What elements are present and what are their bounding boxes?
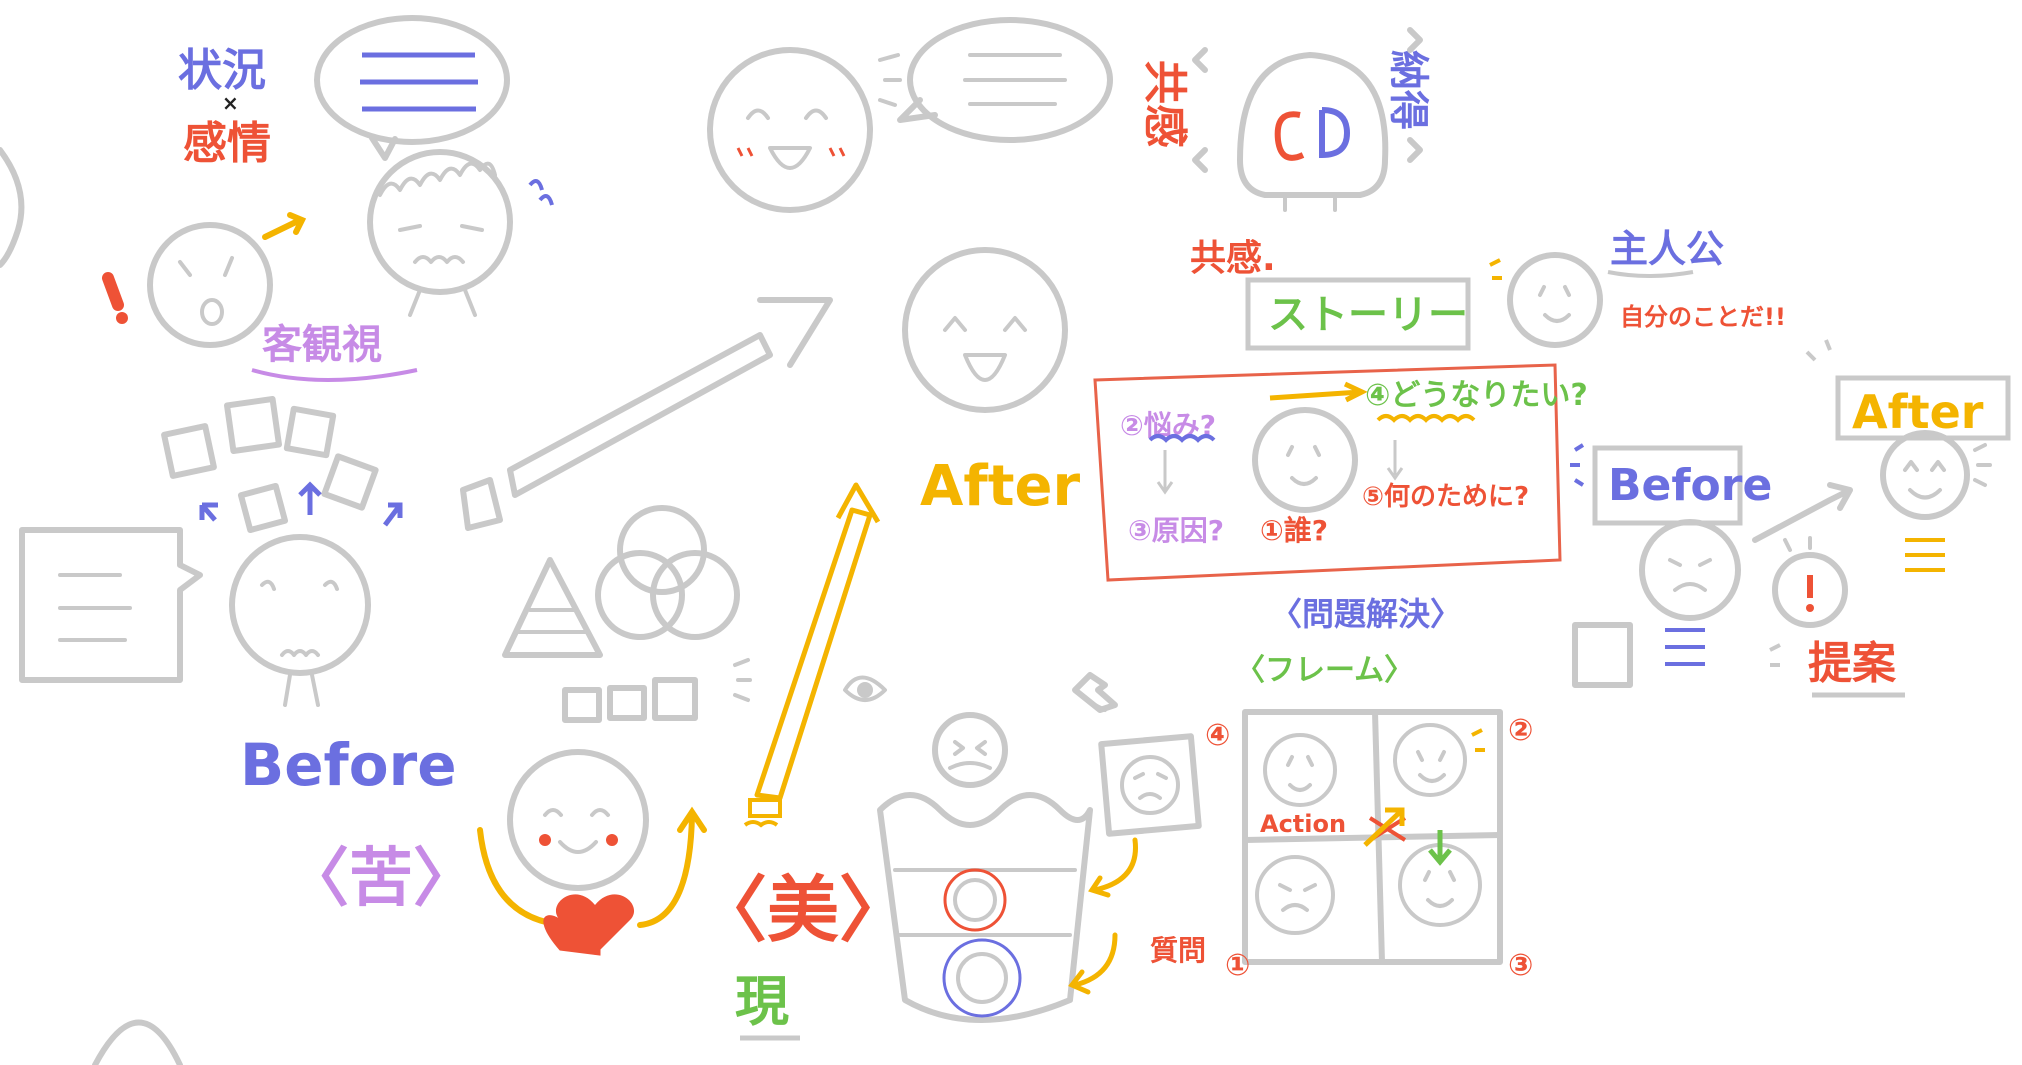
speech-bubble-icon — [314, 15, 510, 161]
four-quadrant-frame: Action ④ ② ① ③ — [1205, 709, 1533, 983]
surprised-face-icon — [102, 212, 307, 348]
card-face-icon — [1068, 733, 1202, 995]
who-label: ①誰? — [1260, 514, 1328, 547]
sad-face-icon — [229, 534, 371, 707]
num2-label: ② — [1508, 713, 1533, 748]
suffering-label: 〈苦〉 — [285, 842, 477, 916]
big-arrow-icon — [460, 297, 833, 531]
action-label: Action — [1260, 810, 1346, 838]
story-box — [1245, 277, 1471, 351]
after-box — [1835, 375, 2011, 441]
want-label: ④どうなりたい? — [1365, 378, 1588, 413]
proposal-label: 提案 — [1808, 638, 1897, 689]
smiling-face-icon — [1880, 430, 1992, 572]
funnel-icon — [843, 672, 1118, 1023]
protagonist-label: 主人公 — [1610, 227, 1724, 271]
purpose-label: ⑤何のために? — [1362, 482, 1529, 512]
reality-label: 現 — [735, 970, 789, 1033]
convince-top-label: 納得 — [1385, 50, 1431, 130]
frame-label: 〈フレーム〉 — [1235, 653, 1414, 688]
problem-frame: ②悩み? ④どうなりたい? ③原因? ①誰? ⑤何のために? — [1093, 363, 1588, 582]
times-mark: × — [222, 91, 239, 115]
num1-label: ① — [1225, 948, 1250, 983]
before-label: Before — [240, 731, 457, 799]
head-with-brain-icon — [1237, 52, 1389, 212]
before-label-right: Before — [1608, 460, 1772, 511]
pyramid-icon — [502, 557, 603, 658]
idea-face-icon — [1772, 536, 1848, 628]
num4-label: ④ — [1205, 718, 1230, 753]
objective-view-label: 客観視 — [262, 322, 382, 368]
edge-shape — [0, 147, 25, 268]
empathy-top-label: 共感 — [1139, 60, 1190, 148]
yellow-arrow-icon — [743, 482, 881, 828]
beauty-label: 〈美〉 — [695, 868, 911, 952]
frustrated-face-icon — [1572, 519, 1741, 688]
before-box — [1592, 445, 1743, 526]
situation-label: 状況 — [178, 45, 266, 96]
protagonist-face-icon — [1507, 252, 1603, 348]
after-label-right: After — [1852, 385, 1984, 439]
joyful-face-icon — [902, 247, 1068, 413]
emotion-label: 感情 — [183, 118, 271, 169]
floating-cards-icon — [161, 396, 403, 534]
worried-face-icon — [367, 149, 554, 317]
cause-label: ③原因? — [1128, 514, 1224, 547]
person-heart-icon — [477, 749, 707, 956]
lines-bubble-icon — [19, 527, 203, 683]
about-me-label: 自分のことだ!! — [1620, 303, 1786, 331]
question-label: 質問 — [1150, 934, 1206, 967]
edge-shape-bottom — [92, 1019, 183, 1065]
happy-face-icon — [707, 17, 1113, 213]
card-row-icon — [562, 658, 752, 723]
after-label-center: After — [920, 454, 1080, 519]
num3-label: ③ — [1508, 948, 1533, 983]
improve-arrow-icon — [1752, 482, 1853, 543]
venn-icon — [595, 505, 740, 640]
empathy-label: 共感. — [1190, 238, 1276, 279]
story-label: ストーリー — [1268, 292, 1468, 338]
problem-solving-label: 〈問題解決〉 — [1270, 595, 1462, 633]
